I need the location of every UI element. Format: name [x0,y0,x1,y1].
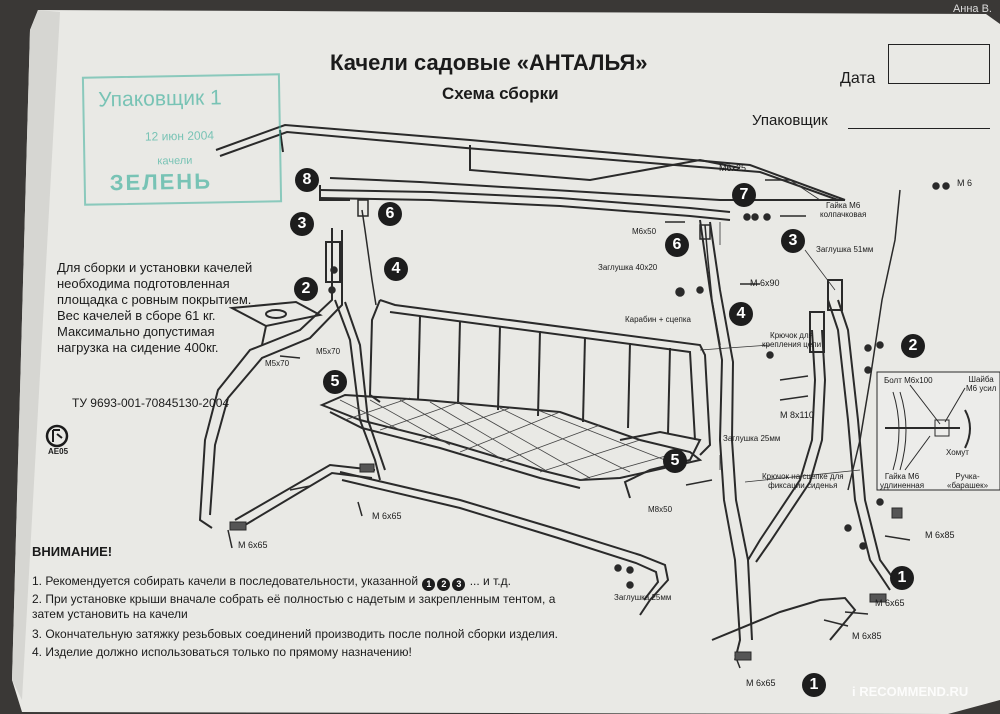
label-clamp: Хомут [946,448,969,457]
step-2-right: 2 [901,334,925,358]
step-4-right: 4 [729,302,753,326]
label-m6x65-b: М 6х65 [238,540,268,550]
label-m6x25: М6х25 [719,163,747,173]
detail-inset [876,371,1000,491]
inline-step-3: 3 [452,578,466,591]
chains [357,189,901,491]
label-m6: М 6 [957,178,973,188]
armrests [228,300,702,499]
paper-sheet [12,10,1000,714]
warning-title: ВНИМАНИЕ! [32,544,113,559]
label-plug-51: Заглушка 51мм [816,245,874,254]
watermark: i RECOMMEND.RU [852,684,969,699]
inline-step-2: 2 [437,578,451,591]
tu-code: ТУ 9693-001-70845130-2004 [72,396,230,410]
label-carabiner: Карабин + сцепка [625,315,691,324]
note-2: 2. При установке крыши вначале собрать е… [32,592,556,621]
label-m8x50: М8х50 [648,505,673,514]
label-m6x65-c: М 6х65 [875,598,905,608]
stamp-line-4: ЗЕЛЕНЬ [109,168,213,196]
label-m6x85-b: М 6х85 [852,631,882,641]
date-label: Дата [840,70,876,87]
label-nut-long: Гайка М6 удлиненная [880,472,925,490]
top-crossbar [319,189,731,221]
label-m8x110: М 8х110 [780,410,814,420]
note-1-tail: ... и т.д. [469,574,511,588]
packer-label: Упаковщик [752,112,828,129]
seat [319,393,703,489]
label-m5x70-b: М5х70 [316,347,341,356]
label-m6x90: М 6х90 [750,278,780,288]
step-6-left: 6 [378,202,402,226]
step-5-right: 5 [663,449,687,473]
label-nut-cap: Гайка М6 колпачковая [820,201,867,219]
step-8: 8 [295,168,319,192]
note-1-text: 1. Рекомендуется собирать качели в после… [32,574,419,588]
step-4-left: 4 [384,257,408,281]
step-1-bottom: 1 [802,673,826,697]
step-6-right: 6 [665,233,689,257]
intro-text: Для сборки и установки качелей необходим… [57,260,253,355]
label-plug-40x20: Заглушка 40х20 [598,263,658,272]
label-m6x65-d: М 6х65 [746,678,776,688]
step-7: 7 [732,183,756,207]
date-box [888,44,990,84]
label-knob: Ручка- «барашек» [947,472,989,490]
certification-code: АЕ05 [48,447,69,456]
label-washer: Шайба М6 усил [966,375,997,393]
label-m5x70-a: М5х70 [265,359,290,368]
base-tube [339,471,857,641]
page-subtitle: Схема сборки [442,84,559,103]
roof-frame [215,123,846,201]
stamp-line-1: Упаковщик 1 [98,86,222,112]
page-title: Качели садовые «АНТАЛЬЯ» [330,50,648,75]
label-m6x65-a: М 6х65 [372,511,402,521]
certification-logo-icon [45,424,69,448]
packer-stamp: Упаковщик 1 12 июн 2004 качели ЗЕЛЕНЬ [81,73,283,206]
stamp-line-2: 12 июн 2004 [144,128,215,144]
step-1-right: 1 [890,566,914,590]
label-chain-hook: Крючок для крепления цепи [762,331,822,349]
packer-line [848,128,990,129]
step-3-right: 3 [781,229,805,253]
leader-lines [699,179,861,483]
inline-step-1: 1 [422,578,436,591]
note-4: 4. Изделие должно использоваться только … [32,645,412,659]
note-3: 3. Окончательную затяжку резьбовых соеди… [32,627,559,641]
hardware [227,179,950,669]
seat-mesh [339,397,681,481]
step-2-left: 2 [294,277,318,301]
label-seat-hook: Крючок на сцепке для фиксации сиденья [762,472,844,490]
label-m6x85-a: М 6х85 [925,530,955,540]
label-plug-25-a: Заглушка 25мм [723,434,781,443]
note-1: 1. Рекомендуется собирать качели в после… [32,574,511,591]
stamp-line-3: качели [157,154,193,168]
step-3-left: 3 [290,212,314,236]
label-bolt-m6x100: Болт М6х100 [884,376,933,385]
label-plug-25-b: Заглушка 25мм [614,593,672,602]
photo-username: Анна В. [952,3,992,15]
feet [229,463,903,661]
step-5-left: 5 [323,370,347,394]
label-m6x50: М6х50 [632,227,657,236]
paper-shadow [12,10,60,700]
